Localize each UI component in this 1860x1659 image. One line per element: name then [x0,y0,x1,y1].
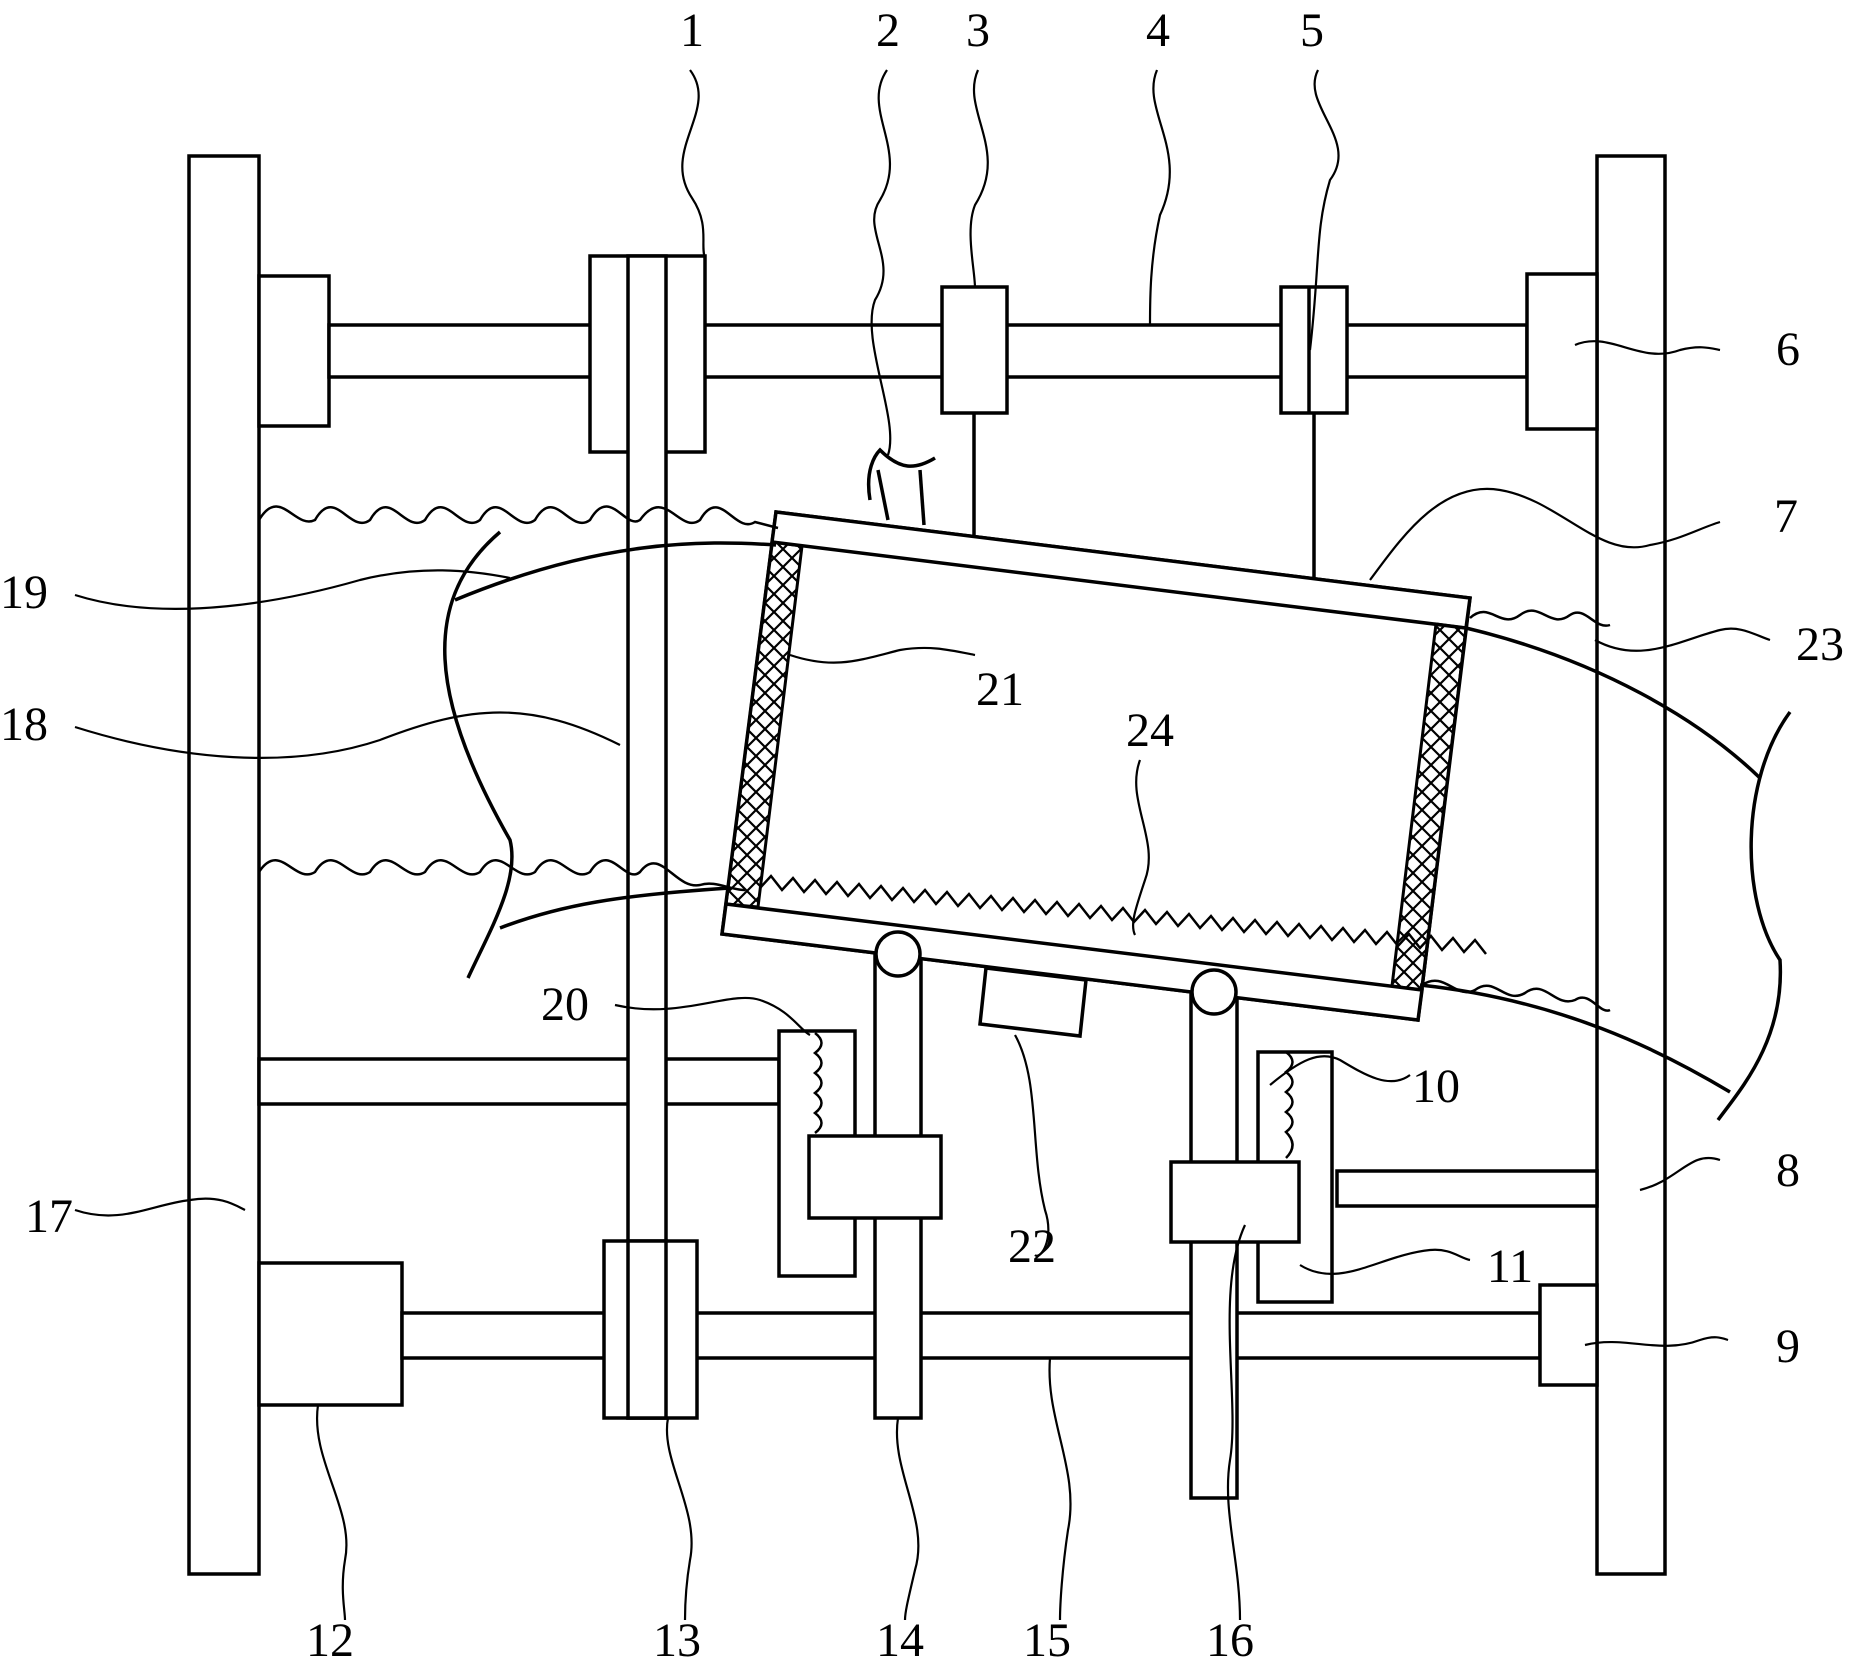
motor-12 [257,1261,404,1407]
label-7: 7 [1774,490,1798,543]
label-3: 3 [966,4,990,57]
leader-9 [1584,1336,1729,1347]
leader-15 [1048,1357,1072,1621]
vibration-motor-22 [978,966,1088,1038]
leader-21 [789,646,976,664]
leader-2 [870,69,892,456]
label-22: 22 [1008,1220,1056,1273]
label-8: 8 [1776,1144,1800,1197]
leader-4 [1148,69,1171,326]
feed-tube-2 [867,447,936,501]
right-middle-rod [1335,1169,1599,1208]
right-bag-opening [1716,710,1792,1122]
lower-cloth-wave [257,859,746,892]
label-15: 15 [1023,1614,1071,1659]
bearing-seat-9 [1538,1283,1599,1387]
left-pivot-roller [874,930,922,978]
leader-23 [1594,627,1771,652]
label-16: 16 [1206,1614,1254,1659]
left-frame-upright [187,154,261,1576]
left-liner-21 [724,540,804,909]
label-23: 23 [1796,618,1844,671]
label-2: 2 [876,4,900,57]
label-13: 13 [653,1614,701,1659]
label-21: 21 [976,663,1024,716]
right-lower-cloth-wave [1421,979,1611,1012]
leader-3 [969,69,989,289]
upper-cloth-wave [257,505,779,530]
label-17: 17 [25,1190,73,1243]
right-pivot-roller [1190,968,1238,1016]
leader-6 [1574,340,1721,355]
cam-block [940,285,1009,415]
label-12: 12 [306,1614,354,1659]
lower-belt-segment [626,1239,668,1420]
leader-17 [74,1197,246,1217]
label-5: 5 [1300,4,1324,57]
tilted-container [720,510,1487,1022]
label-10: 10 [1412,1060,1460,1113]
leader-14 [895,1417,920,1621]
leader-7 [1369,487,1721,581]
leader-5 [1308,69,1340,351]
leader-24 [1131,759,1150,936]
label-14: 14 [876,1614,924,1659]
left-lower-bag-edge [499,886,731,930]
right-lower-bag-edge [1419,983,1731,1094]
leader-13 [665,1417,693,1621]
label-1: 1 [680,4,704,57]
leader-11 [1299,1248,1471,1275]
leader-12 [315,1404,348,1621]
right-upper-cloth-wave [1469,609,1611,627]
bearing-seat-6 [1525,272,1599,431]
leader-1 [681,69,707,259]
right-upper-bag-edge [1465,626,1762,780]
left-middle-rod [257,1057,781,1106]
right-frame-upright [1595,154,1667,1576]
leader-10 [1269,1055,1411,1086]
leader-20 [614,996,811,1036]
right-slider-block [1169,1160,1301,1244]
leader-18 [74,711,621,759]
feed-tube-stem-left [876,469,890,521]
label-4: 4 [1146,4,1170,57]
right-liner [1390,622,1468,992]
leader-19 [74,569,511,610]
vertical-belt-18 [626,254,668,1420]
feed-tube-stem-right [918,469,926,526]
lower-shaft-15 [400,1311,1542,1360]
left-upper-bag-edge [454,541,777,602]
label-9: 9 [1776,1320,1800,1373]
leader-16 [1226,1224,1246,1621]
leader-8 [1639,1157,1721,1192]
leader-22 [1014,1034,1050,1257]
label-20: 20 [541,978,589,1031]
left-slider-block [807,1134,943,1220]
label-11: 11 [1487,1240,1533,1293]
left-sleeve-spring [812,1032,823,1134]
label-18: 18 [0,698,48,751]
bottom-wave-24 [759,874,1487,955]
label-6: 6 [1776,323,1800,376]
left-upper-bearing-block [257,274,331,428]
left-bag-opening [443,530,514,979]
label-24: 24 [1126,704,1174,757]
label-19: 19 [0,566,48,619]
